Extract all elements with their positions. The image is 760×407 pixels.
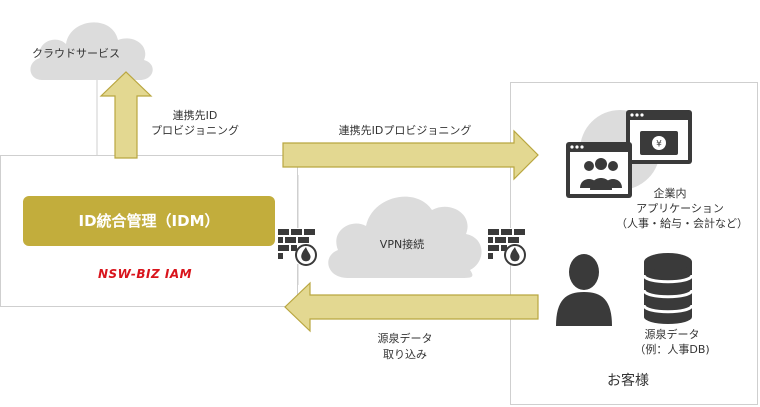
arrow-left-label-line1: 源泉データ: [377, 332, 433, 345]
vpn-label: VPN接続: [379, 238, 425, 251]
svg-text:¥: ¥: [656, 140, 662, 150]
cloud-service-label: クラウドサービス: [32, 47, 120, 60]
firewall-left-icon: [277, 228, 317, 266]
people-app-window-icon: [566, 142, 632, 198]
apps-label-line3: （人事・給与・会計など）: [616, 217, 748, 230]
db-label-line2: （例：人事DB): [634, 343, 710, 356]
idm-title: ID統合管理（IDM）: [78, 212, 220, 230]
arrow-up-label-line1: 連携先ID: [172, 109, 218, 122]
arrow-right-provisioning: [282, 129, 539, 181]
arrow-up-provisioning: [99, 71, 153, 159]
vpn-cloud-shape: [328, 196, 482, 278]
database-icon: [642, 253, 694, 324]
customer-title: お客様: [607, 373, 649, 389]
money-app-window-icon: ¥: [626, 110, 692, 164]
arrow-left-label-line2: 取り込み: [383, 348, 427, 361]
apps-label-line1: 企業内: [653, 187, 687, 200]
arrow-right-label: 連携先IDプロビジョニング: [338, 124, 472, 137]
logo-text: NSW-BIZ IAM: [98, 267, 193, 281]
arrow-up-label-line2: プロビジョニング: [151, 124, 239, 137]
nsw-biz-iam-logo: NSW-BIZ IAM: [98, 263, 218, 281]
firewall-right-icon: [487, 228, 527, 266]
arrow-left-import: [284, 281, 539, 333]
idm-bar: [23, 196, 275, 246]
cloud-service-shape: [30, 22, 153, 80]
person-icon: [556, 254, 612, 326]
db-label-line1: 源泉データ: [644, 328, 700, 341]
apps-label-line2: アプリケーション: [636, 202, 724, 215]
